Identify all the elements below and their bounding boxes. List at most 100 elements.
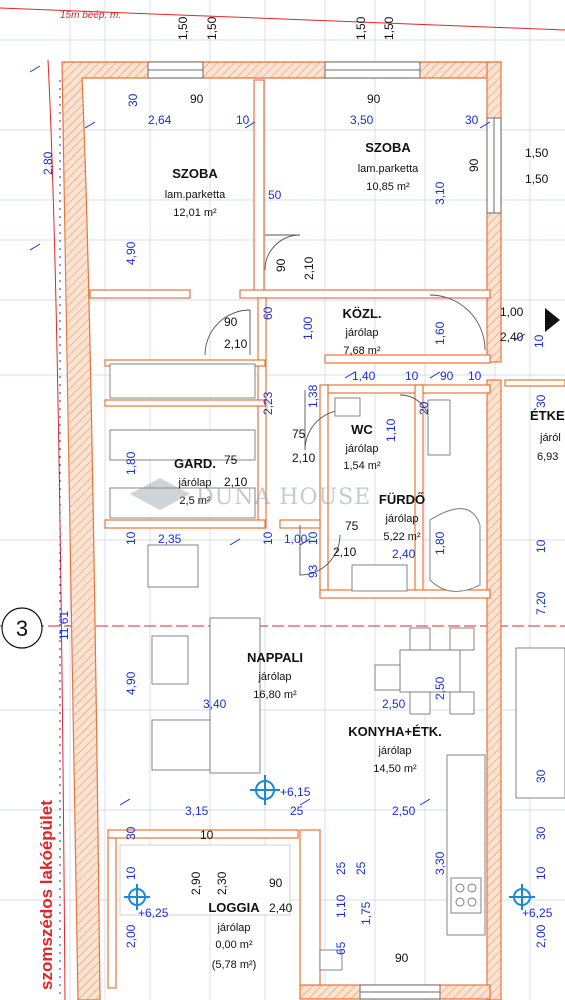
dim-label: 90 [224, 315, 238, 329]
dim-label: 2,10 [302, 256, 316, 280]
dim-label: 25 [334, 861, 348, 875]
room-floor: járólap [216, 922, 250, 934]
dim-label: 1,00 [500, 305, 524, 319]
dim-label: 75 [224, 453, 238, 467]
dim-label: 1,80 [124, 451, 138, 475]
dim-label: 2,64 [148, 113, 172, 127]
dim-label: 2,50 [392, 804, 416, 818]
dim-label: 2,10 [224, 475, 248, 489]
room-gard: GARD. járólap 2,5 m² [174, 456, 216, 507]
room-floor: járólap [377, 745, 411, 757]
dim-label: 30 [534, 394, 548, 408]
dim-label: 3,15 [185, 804, 209, 818]
level-marker: +6,15 [250, 775, 311, 805]
dim-label: 2,23 [261, 391, 275, 415]
dim-label: 93 [306, 564, 320, 578]
room-area: 16,80 m² [253, 689, 297, 701]
dim-label: 2,90 [189, 871, 203, 895]
room-konyha: KONYHA+ÉTK. járólap 14,50 m² [348, 724, 442, 775]
room-name: KÖZL. [343, 306, 382, 321]
dim-label: 7,20 [534, 591, 548, 615]
dim-label: 3,40 [203, 697, 227, 711]
room-name: NAPPALI [247, 650, 303, 665]
dim-label: 20 [417, 401, 431, 415]
room-area: 2,5 m² [179, 495, 211, 507]
room-floor: járólap [344, 443, 378, 455]
dim-label: 90 [274, 258, 288, 272]
dim-label: 10 [236, 113, 250, 127]
room-loggia: LOGGIA járólap 0,00 m² (5,78 m²) [208, 900, 260, 971]
dim-label: 1,00 [284, 532, 308, 546]
dim-label: 30 [534, 769, 548, 783]
level-marker: +6,25 [124, 884, 169, 920]
side-label: szomszédos lakóépület [37, 800, 56, 990]
room-area: 1,54 m² [343, 460, 381, 472]
furniture [109, 363, 565, 971]
dim-label: 2,00 [124, 924, 138, 948]
dim-label: 2,40 [392, 547, 416, 561]
dim-label: 10 [200, 828, 214, 842]
room-floor: járólap [177, 477, 211, 489]
dim-label: 90 [269, 876, 283, 890]
room-name: LOGGIA [208, 900, 260, 915]
doors [204, 234, 486, 576]
room-name: KONYHA+ÉTK. [348, 724, 442, 739]
room-etke: ÉTKE járól 6,93 [530, 408, 565, 463]
dim-label: 1,50 [205, 16, 219, 40]
dim-label: 10 [124, 531, 138, 545]
dim-label: 1,10 [384, 418, 398, 442]
dim-label: 30 [534, 826, 548, 840]
dim-label: 2,10 [333, 545, 357, 559]
dim-label: 90 [367, 92, 381, 106]
dim-label: 10 [468, 369, 482, 383]
dim-label: 2,10 [292, 451, 316, 465]
dim-label: 90 [395, 951, 409, 965]
dim-label: 2,50 [382, 697, 406, 711]
room-szoba-1: SZOBA lam.parketta 12,01 m² [165, 166, 226, 219]
dim-label: 3,50 [350, 113, 374, 127]
dim-label: 1,60 [433, 321, 447, 345]
grid-marker: 3 [1, 607, 43, 649]
dim-label: 1,50 [525, 172, 549, 186]
room-floor: lam.parketta [165, 189, 226, 201]
dim-label: 2,30 [215, 871, 229, 895]
windows [147, 61, 502, 1000]
dim-label: 50 [268, 188, 282, 202]
level-text: +6,25 [522, 906, 553, 920]
room-area: 7,68 m² [343, 345, 381, 357]
dimension-labels: 1,50 1,50 1,50 1,50 90 90 30 30 2,64 10 … [41, 16, 549, 965]
room-labels: SZOBA lam.parketta 12,01 m² SZOBA lam.pa… [165, 140, 565, 971]
room-area: 5,22 m² [383, 531, 421, 543]
room-area: 10,85 m² [366, 181, 410, 193]
dim-label: 10 [532, 334, 546, 348]
dim-label: 1,00 [301, 316, 315, 340]
dimension-lines [29, 65, 526, 1000]
dim-label: 1,38 [306, 384, 320, 408]
level-text: +6,15 [280, 785, 311, 799]
dim-label: 11,61 [57, 611, 71, 640]
dim-label: 10 [261, 531, 275, 545]
entrance-arrow-icon [545, 308, 560, 332]
dim-label: 2,80 [41, 151, 55, 175]
room-name: GARD. [174, 456, 216, 471]
dim-label: 75 [292, 427, 306, 441]
dim-label: 10 [534, 539, 548, 553]
room-floor: járólap [257, 671, 291, 683]
dim-label: 90 [467, 158, 481, 172]
room-floor: járólap [344, 327, 378, 339]
room-wc: WC járólap 1,54 m² [343, 422, 381, 472]
room-area: 14,50 m² [373, 763, 417, 775]
grid-marker-label: 3 [16, 616, 28, 641]
dim-label: 1,75 [359, 901, 373, 925]
room-area: 6,93 [537, 451, 558, 463]
dim-label: 3,10 [433, 181, 447, 205]
dim-label: 1,50 [354, 16, 368, 40]
room-floor: járólap [384, 513, 418, 525]
room-kozl: KÖZL. járólap 7,68 m² [343, 306, 382, 357]
dim-label: 25 [290, 804, 304, 818]
interior-walls [89, 79, 565, 989]
level-marker: +6,25 [509, 884, 553, 920]
header-note: 15m beép. m. [60, 10, 121, 21]
dim-label: 30 [126, 93, 140, 107]
